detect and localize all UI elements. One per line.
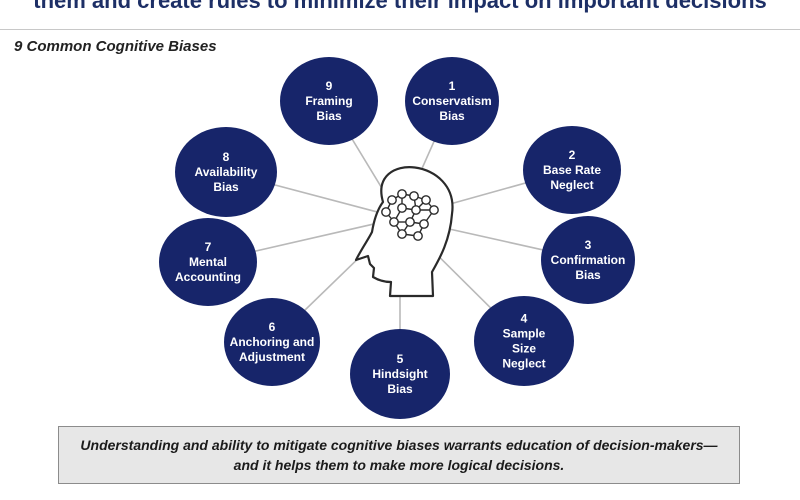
bias-label: Base Rate: [543, 163, 601, 177]
bias-label: Accounting: [175, 270, 241, 284]
bias-label: Bias: [387, 382, 413, 396]
bias-label: Bias: [575, 268, 601, 282]
bias-label: Bias: [439, 109, 465, 123]
bias-number: 1: [449, 79, 456, 93]
bias-label: Sample: [503, 327, 546, 341]
bias-label: Bias: [213, 180, 239, 194]
bias-number: 8: [223, 150, 230, 164]
summary-text: Understanding and ability to mitigate co…: [79, 435, 719, 475]
bias-label: Confirmation: [551, 253, 626, 267]
bias-label: Neglect: [550, 178, 593, 192]
bias-label: Neglect: [502, 357, 545, 371]
bias-number: 6: [269, 320, 276, 334]
bias-number: 5: [397, 352, 404, 366]
bias-label: Bias: [316, 109, 342, 123]
bias-label: Hindsight: [372, 367, 427, 381]
head-brain-icon: [356, 167, 452, 296]
bias-number: 9: [326, 79, 333, 93]
bias-label: Mental: [189, 255, 227, 269]
bias-label: Anchoring and: [230, 335, 315, 349]
bias-number: 3: [585, 238, 592, 252]
bias-number: 7: [205, 240, 212, 254]
bias-label: Adjustment: [239, 350, 305, 364]
bias-label: Size: [512, 342, 536, 356]
bias-number: 4: [521, 312, 528, 326]
bias-label: Conservatism: [412, 94, 491, 108]
bias-label: Framing: [305, 94, 352, 108]
summary-callout: Understanding and ability to mitigate co…: [58, 426, 740, 484]
bias-number: 2: [569, 148, 576, 162]
bias-label: Availability: [195, 165, 258, 179]
